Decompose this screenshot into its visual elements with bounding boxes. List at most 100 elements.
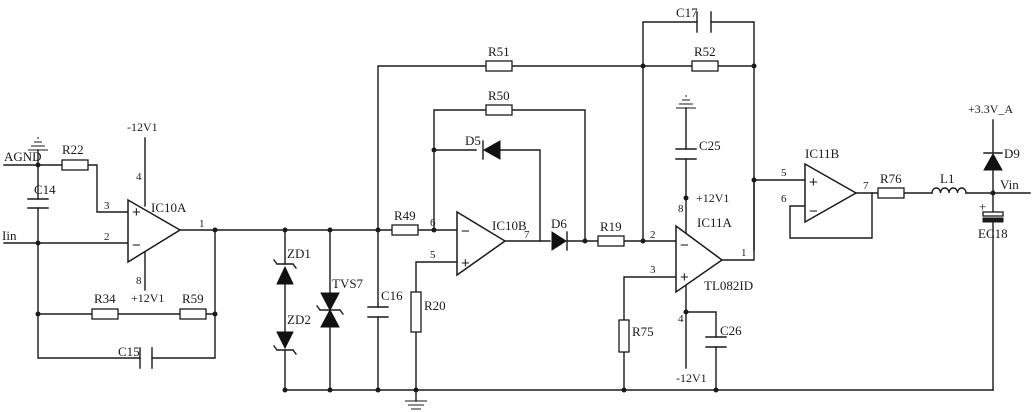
- resistors: [61, 60, 905, 353]
- junction-dot: [990, 190, 996, 196]
- label-ec18: EC18: [978, 226, 1008, 241]
- wire-ic11a-out: [721, 179, 806, 261]
- net-label-vin: Vin: [1000, 177, 1019, 192]
- label-r49: R49: [394, 208, 416, 223]
- opamp-minus-sign: −: [132, 237, 141, 254]
- opamp-minus-sign: −: [680, 237, 689, 254]
- resistor-r20: [410, 291, 422, 333]
- label-d6: D6: [551, 216, 567, 231]
- capacitor-ec18: [982, 211, 1004, 223]
- pin-number: 1: [199, 218, 205, 230]
- opamp-ic11b: + −: [804, 162, 858, 224]
- label-d5: D5: [465, 133, 481, 148]
- pin-number: 3: [104, 200, 110, 212]
- label-c17: C17: [676, 5, 698, 20]
- opamp-minus-sign: −: [461, 223, 470, 240]
- resistor-r75: [618, 319, 630, 353]
- label-l1: L1: [940, 171, 954, 186]
- pin-number: 8: [678, 203, 684, 215]
- label-r59: R59: [182, 291, 204, 306]
- pin-number: 6: [430, 217, 436, 229]
- pin-number: 3: [650, 264, 656, 276]
- capacitor-c17: [696, 11, 712, 33]
- junction-dot: [751, 63, 757, 69]
- zener-zd1: [273, 259, 297, 285]
- resistor-r52: [691, 60, 719, 72]
- opamp-label-ic10b: IC10B: [492, 218, 527, 233]
- junction-dot: [582, 238, 588, 244]
- label-r50: R50: [488, 88, 510, 103]
- pin-number: 5: [430, 249, 436, 261]
- wire-d5: [433, 149, 541, 242]
- diode-d5: [482, 140, 501, 160]
- junction-dot: [413, 387, 419, 393]
- wire-r50-d5-left: [433, 109, 586, 242]
- capacitor-c25: [675, 148, 697, 160]
- label-c25: C25: [699, 138, 721, 153]
- pin-number: 2: [650, 229, 656, 241]
- label-zd1: ZD1: [287, 246, 311, 261]
- net-label-v33: +3.3V_A: [968, 102, 1013, 116]
- junction-dot: [713, 387, 719, 393]
- ground-symbol: [28, 137, 48, 151]
- net-label-pos12-ic11a: +12V1: [696, 191, 729, 205]
- resistor-r49: [391, 224, 419, 236]
- tvs-tvs7: [316, 292, 344, 328]
- opamp-plus-sign: +: [461, 255, 470, 272]
- diode-d6: [551, 231, 568, 251]
- label-c16: C16: [381, 288, 403, 303]
- wire-ic11a-plus: [623, 276, 677, 391]
- label-r22: R22: [62, 142, 84, 157]
- label-r52: R52: [694, 44, 716, 59]
- resistor-r22: [61, 159, 89, 171]
- wire-r22-pin3: [87, 164, 129, 213]
- label-zd2: ZD2: [287, 312, 311, 327]
- pin-number: 2: [104, 231, 110, 243]
- opamp-minus-sign: −: [809, 203, 818, 220]
- zener-zd2: [273, 331, 297, 355]
- pin-number: 7: [524, 229, 530, 241]
- label-c14: C14: [34, 182, 56, 197]
- junction-dot: [640, 238, 646, 244]
- net-label-neg12-ic11a: -12V1: [676, 371, 707, 385]
- opamp-ic11a: − +: [675, 224, 724, 294]
- resistor-r19: [597, 235, 625, 247]
- junction-dot: [431, 227, 437, 233]
- junction-dot: [640, 63, 646, 69]
- junction-dot: [431, 147, 437, 153]
- junction-dot: [327, 387, 333, 393]
- wire-c14-bottom: [37, 207, 141, 359]
- label-r75: R75: [632, 324, 654, 339]
- junction-dot: [621, 387, 627, 393]
- pin-number: 5: [781, 167, 787, 179]
- capacitor-c26: [705, 336, 727, 348]
- capacitor-c14: [27, 198, 49, 209]
- junction-dot: [282, 387, 288, 393]
- opamp-part-number: TL082ID: [704, 278, 753, 293]
- ground-symbol: [405, 400, 427, 410]
- capacitor-c16: [367, 306, 389, 318]
- wire-r51-loop: [377, 65, 644, 231]
- opamp-label-ic11a: IC11A: [697, 215, 733, 230]
- junction-dot: [751, 177, 757, 183]
- pin-number: 4: [136, 171, 142, 183]
- opamp-plus-sign: +: [680, 269, 689, 286]
- label-ec18-polarity: +: [979, 199, 986, 214]
- junction-dot: [375, 387, 381, 393]
- wire-c15: [151, 229, 216, 359]
- label-r51: R51: [488, 44, 510, 59]
- pin-number: 7: [863, 180, 869, 192]
- junction-dot: [212, 227, 218, 233]
- pin-number: 4: [678, 313, 684, 325]
- pin-number: 6: [781, 193, 787, 205]
- label-r76: R76: [880, 171, 902, 186]
- junctions: [35, 63, 996, 393]
- opamp-ic10b: − +: [456, 210, 507, 277]
- net-label-pos12-ic10a: +12V1: [131, 291, 164, 305]
- wire-ic11a-minus-feedback: [642, 21, 755, 251]
- opamp-plus-sign: +: [809, 174, 818, 191]
- label-c15: C15: [118, 344, 140, 359]
- pin-number: 1: [741, 247, 747, 259]
- opamp-plus-sign: +: [132, 204, 141, 221]
- net-label-neg12-ic10a: -12V1: [127, 120, 158, 134]
